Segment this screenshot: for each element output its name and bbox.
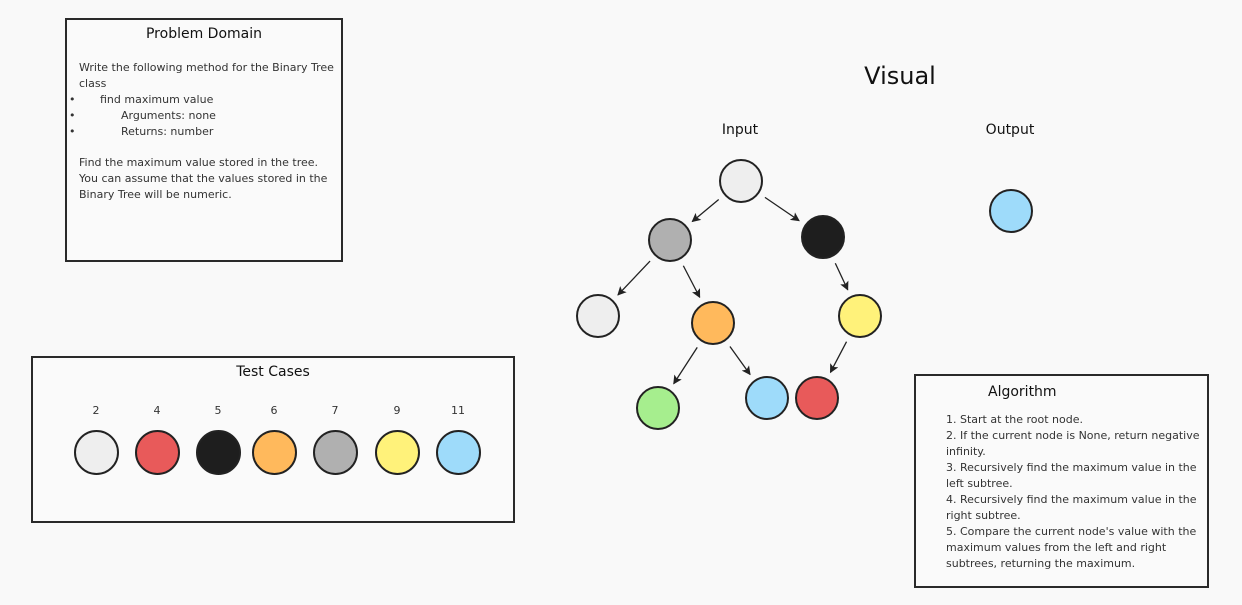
test-case-node — [135, 430, 180, 475]
tree-node-root — [719, 159, 763, 203]
test-case-node — [313, 430, 358, 475]
test-case-label: 7 — [331, 404, 339, 417]
problem-description: Find the maximum value stored in the tre… — [79, 156, 328, 201]
arguments-item: Arguments: none — [69, 108, 335, 124]
tree-edge-arrow — [691, 199, 720, 223]
tree-node-rrl — [795, 376, 839, 420]
method-item: find maximum value — [69, 92, 335, 108]
test-case-label: 4 — [153, 404, 161, 417]
tree-node-rr — [838, 294, 882, 338]
tree-edge-arrow — [673, 346, 698, 385]
tree-node-l — [648, 218, 692, 262]
tree-edge-arrow — [834, 262, 849, 291]
input-label: Input — [721, 122, 759, 138]
tree-edge-arrow — [617, 260, 651, 296]
test-case-label: 5 — [214, 404, 222, 417]
test-case-node — [436, 430, 481, 475]
tree-edge-arrow — [829, 341, 848, 374]
problem-domain-title: Problem Domain — [145, 26, 262, 42]
visual-title: Visual — [864, 62, 936, 90]
tree-node-lr — [691, 301, 735, 345]
tree-node-lrr — [745, 376, 789, 420]
problem-domain-box: Problem Domain Write the following metho… — [65, 18, 343, 262]
tree-edge-arrow — [682, 265, 701, 299]
algorithm-box: Algorithm 1. Start at the root node. 2. I… — [914, 374, 1209, 588]
algorithm-step: 1. Start at the root node. — [946, 413, 1083, 426]
test-case-label: 2 — [92, 404, 100, 417]
test-case-node — [252, 430, 297, 475]
problem-intro: Write the following method for the Binar… — [79, 61, 334, 90]
algorithm-steps: 1. Start at the root node. 2. If the curr… — [946, 412, 1201, 572]
output-node — [989, 189, 1033, 233]
test-case-node — [74, 430, 119, 475]
test-cases-title: Test Cases — [236, 364, 310, 380]
algorithm-step: 5. Compare the current node's value with… — [946, 525, 1197, 570]
test-case-node — [375, 430, 420, 475]
tree-node-r — [801, 215, 845, 259]
method-list: find maximum value Arguments: none Retur… — [69, 92, 335, 140]
tree-edge-arrow — [764, 196, 800, 222]
algorithm-step: 4. Recursively find the maximum value in… — [946, 493, 1197, 522]
algorithm-step: 3. Recursively find the maximum value in… — [946, 461, 1197, 490]
tree-node-lrl — [636, 386, 680, 430]
test-cases-box: Test Cases 2 4 5 6 7 9 11 — [31, 356, 515, 523]
test-case-label: 6 — [270, 404, 278, 417]
problem-domain-body: Write the following method for the Binar… — [69, 60, 335, 203]
test-case-node — [196, 430, 241, 475]
test-case-label: 11 — [451, 404, 465, 417]
output-label: Output — [985, 122, 1035, 138]
tree-edge-arrow — [729, 346, 751, 376]
algorithm-title: Algorithm — [988, 384, 1057, 400]
algorithm-step: 2. If the current node is None, return n… — [946, 429, 1200, 458]
tree-node-ll — [576, 294, 620, 338]
returns-item: Returns: number — [69, 124, 335, 140]
test-case-label: 9 — [393, 404, 401, 417]
